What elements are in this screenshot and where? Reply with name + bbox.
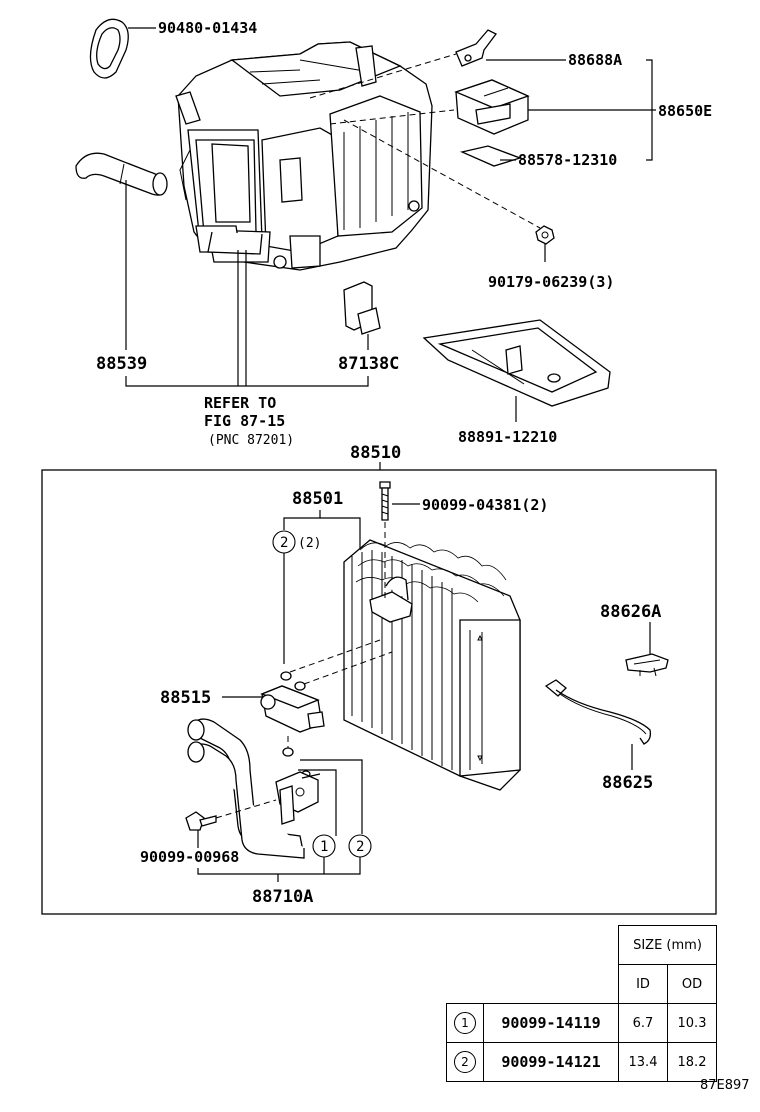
label-88510: 88510	[350, 443, 401, 463]
label-88515: 88515	[160, 688, 211, 708]
bolt-part	[379, 481, 391, 521]
svg-text:2: 2	[356, 839, 364, 855]
label-90179-06239: 90179-06239(3)	[488, 273, 614, 291]
label-88710A: 88710A	[252, 887, 313, 907]
svg-text:2: 2	[280, 535, 288, 551]
row-id-value: 6.7	[618, 1003, 668, 1043]
svg-text:1: 1	[320, 839, 328, 855]
air-conditioning-unit-housing	[175, 41, 433, 271]
label-88650E: 88650E	[658, 102, 712, 120]
evaporator-tube-part	[187, 718, 319, 859]
callout-2-qty: (2)	[298, 536, 321, 551]
expansion-valve-part	[260, 685, 325, 733]
grommet-part	[89, 18, 129, 79]
figure-code: 87E897	[700, 1078, 750, 1093]
drain-hose-part	[75, 152, 168, 196]
blower-resistor-part	[343, 281, 381, 335]
clip-part	[625, 653, 669, 677]
row-ref-callout: 2	[454, 1051, 476, 1073]
evaporator-assembly-frame	[41, 469, 717, 915]
label-88578-12310: 88578-12310	[518, 151, 617, 169]
size-header: SIZE (mm)	[618, 925, 717, 965]
callout-2-top: 2	[272, 530, 296, 554]
refer-text-line2: FIG 87-15	[204, 412, 285, 430]
nut-part	[535, 225, 555, 245]
row-id-value: 13.4	[618, 1042, 668, 1082]
drain-pan-part	[422, 319, 611, 407]
evaporator-part	[343, 539, 521, 791]
table-row: 1 90099-14119 6.7 10.3	[446, 1003, 717, 1043]
refer-text-line1: REFER TO	[204, 394, 276, 412]
col-id-header: ID	[618, 964, 668, 1004]
flange-bolt-part	[185, 811, 217, 831]
row-od-value: 10.3	[667, 1003, 717, 1043]
label-90099-04381: 90099-04381(2)	[422, 496, 548, 514]
row-od-value: 18.2	[667, 1042, 717, 1082]
amplifier-part	[454, 79, 530, 135]
callout-1-bottom: 1	[312, 834, 336, 858]
label-88891-12210: 88891-12210	[458, 428, 557, 446]
label-90099-00968: 90099-00968	[140, 848, 239, 866]
label-87138C: 87138C	[338, 354, 399, 374]
row-ref-callout: 1	[454, 1012, 476, 1034]
row-part-number: 90099-14119	[483, 1003, 619, 1043]
col-od-header: OD	[667, 964, 717, 1004]
refer-text-line3: (PNC 87201)	[208, 433, 294, 448]
label-90480-01434: 90480-01434	[158, 19, 257, 37]
filter-part	[459, 145, 523, 167]
label-88626A: 88626A	[600, 602, 661, 622]
o-ring-size-table: SIZE (mm) ID OD 1 90099-14119 6.7 10.3 2…	[446, 925, 717, 1082]
thermistor-part	[544, 679, 652, 745]
label-88539: 88539	[96, 354, 147, 374]
table-row: 2 90099-14121 13.4 18.2	[446, 1042, 717, 1082]
row-part-number: 90099-14121	[483, 1042, 619, 1082]
callout-2-bottom: 2	[348, 834, 372, 858]
label-88625: 88625	[602, 773, 653, 793]
bracket-part	[455, 29, 497, 67]
label-88688A: 88688A	[568, 51, 622, 69]
label-88501: 88501	[292, 489, 343, 509]
